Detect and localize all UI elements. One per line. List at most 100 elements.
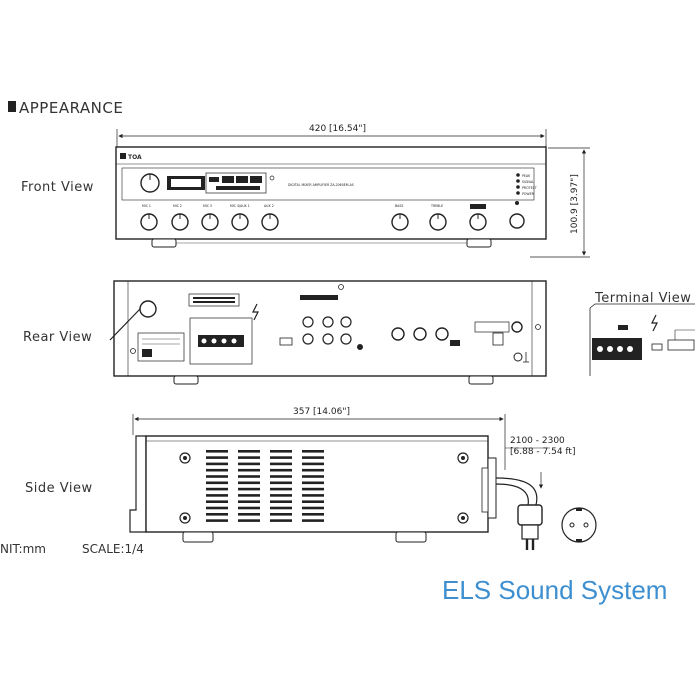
vent-slot: [206, 494, 228, 497]
indicator-leds: PEAK SIGNAL PROTECT POWER: [516, 173, 537, 196]
vent-slot: [206, 487, 228, 491]
model-text: DIGITAL MIXER AMPLIFIER ZA-2060EM-AS: [288, 183, 354, 187]
vent-slot: [302, 494, 324, 497]
vent-slot: [270, 475, 292, 478]
width-dimension: 420 [16.54"]: [116, 124, 547, 150]
toa-logo: TOA: [128, 154, 142, 161]
vent-slot: [238, 468, 260, 472]
vent-slot: [302, 462, 324, 466]
side-foot-right: [395, 531, 427, 543]
vent-slot: [238, 494, 260, 497]
rear-foot-right: [468, 375, 494, 385]
vent-slot: [238, 462, 260, 466]
knob-mic1-label: MIC 1: [142, 204, 151, 208]
terminal-view-label: Terminal View: [594, 291, 691, 306]
mic-jacks: [391, 327, 449, 341]
side-view-label: Side View: [25, 481, 93, 496]
vent-slot: [302, 450, 324, 453]
rear-view: [109, 280, 547, 385]
front-foot-right: [466, 238, 492, 248]
vent-slot: [302, 513, 324, 516]
rca-jacks: [302, 316, 352, 345]
indicator-power: POWER: [522, 192, 535, 196]
warning-label: [188, 293, 240, 307]
vent-slot: [206, 500, 228, 503]
vent-slot: [302, 468, 324, 472]
vent-slot: [270, 481, 292, 485]
front-inner-panel: [121, 167, 535, 201]
depth-dimension: 357 [14.06"]: [132, 407, 506, 470]
vent-slot: [302, 519, 324, 522]
page-title: APPEARANCE: [19, 99, 123, 117]
vent-slot: [270, 500, 292, 503]
toa-logo-mark: [120, 153, 126, 159]
vent-slot: [238, 519, 260, 522]
vent-slot: [238, 506, 260, 510]
indicator-signal: SIGNAL: [522, 180, 534, 184]
knob-bass-label: BASS: [395, 204, 403, 208]
knob-master: [469, 204, 487, 231]
vent-slot: [206, 481, 228, 485]
height-label: 100.9 [3.97"]: [570, 174, 580, 234]
spec-label-plate: [137, 332, 185, 362]
vent-slot: [302, 500, 324, 503]
heading-bullet: [8, 101, 16, 112]
scale-label: SCALE:1/4: [82, 542, 144, 556]
vent-slot: [238, 513, 260, 516]
vent-slots: [206, 450, 324, 522]
ground-icon: [513, 352, 529, 363]
indicator-protect: PROTECT: [522, 186, 537, 190]
vent-slot: [206, 456, 228, 459]
vent-slot: [206, 475, 228, 478]
vent-slot: [270, 494, 292, 497]
control-terminal: [474, 321, 510, 333]
power-plug-icon: [517, 504, 543, 550]
depth-label: 357 [14.06"]: [293, 407, 350, 417]
mute-in-jack: [511, 321, 523, 333]
vent-slot: [270, 462, 292, 466]
knob-aux2: AUX 2: [261, 204, 279, 231]
terminal-view: [589, 303, 695, 376]
vent-slot: [238, 481, 260, 485]
cable-length-ft: [6.88 - 7.54 ft]: [510, 447, 575, 457]
vent-slot: [302, 481, 324, 485]
socket-icon: [561, 507, 597, 543]
width-label: 420 [16.54"]: [309, 124, 366, 134]
vent-slot: [206, 462, 228, 466]
vent-slot: [270, 506, 292, 510]
knob-mic3: MIC 3: [201, 204, 219, 231]
vent-slot: [206, 513, 228, 516]
height-dimension: 100.9 [3.97"]: [530, 147, 590, 258]
vent-slot: [302, 506, 324, 510]
rear-view-label: Rear View: [23, 330, 92, 345]
cable-length-mm: 2100 - 2300: [510, 436, 565, 446]
vent-slot: [238, 450, 260, 453]
vent-slot: [270, 456, 292, 459]
vent-slot: [238, 500, 260, 503]
knob-aux2-label: AUX 2: [264, 204, 274, 208]
vent-slot: [238, 487, 260, 491]
knob-mic4-aux1: MIC 4/AUX 1: [230, 204, 250, 231]
side-foot-left: [182, 531, 214, 543]
vent-slot: [238, 475, 260, 478]
knob-mic4-aux1-label: MIC 4/AUX 1: [230, 204, 250, 208]
indicator-peak: PEAK: [522, 174, 531, 178]
knob-mic3-label: MIC 3: [203, 204, 212, 208]
vent-slot: [302, 487, 324, 491]
knob-mic2-label: MIC 2: [173, 204, 182, 208]
side-view: 2100 - 2300 [6.88 - 7.54 ft]: [129, 435, 597, 550]
vent-slot: [302, 475, 324, 478]
vent-slot: [270, 468, 292, 472]
power-switch-icon: [509, 201, 525, 229]
knob-bass: BASS: [391, 204, 409, 231]
knob-treble: TREBLE: [429, 204, 447, 231]
vent-slot: [206, 450, 228, 453]
front-foot-left: [151, 238, 177, 248]
vent-slot: [270, 519, 292, 522]
front-view-label: Front View: [21, 180, 94, 195]
rear-foot-left: [173, 375, 199, 385]
vent-slot: [302, 456, 324, 459]
vent-slot: [238, 456, 260, 459]
knob-mic1: MIC 1: [140, 204, 158, 231]
